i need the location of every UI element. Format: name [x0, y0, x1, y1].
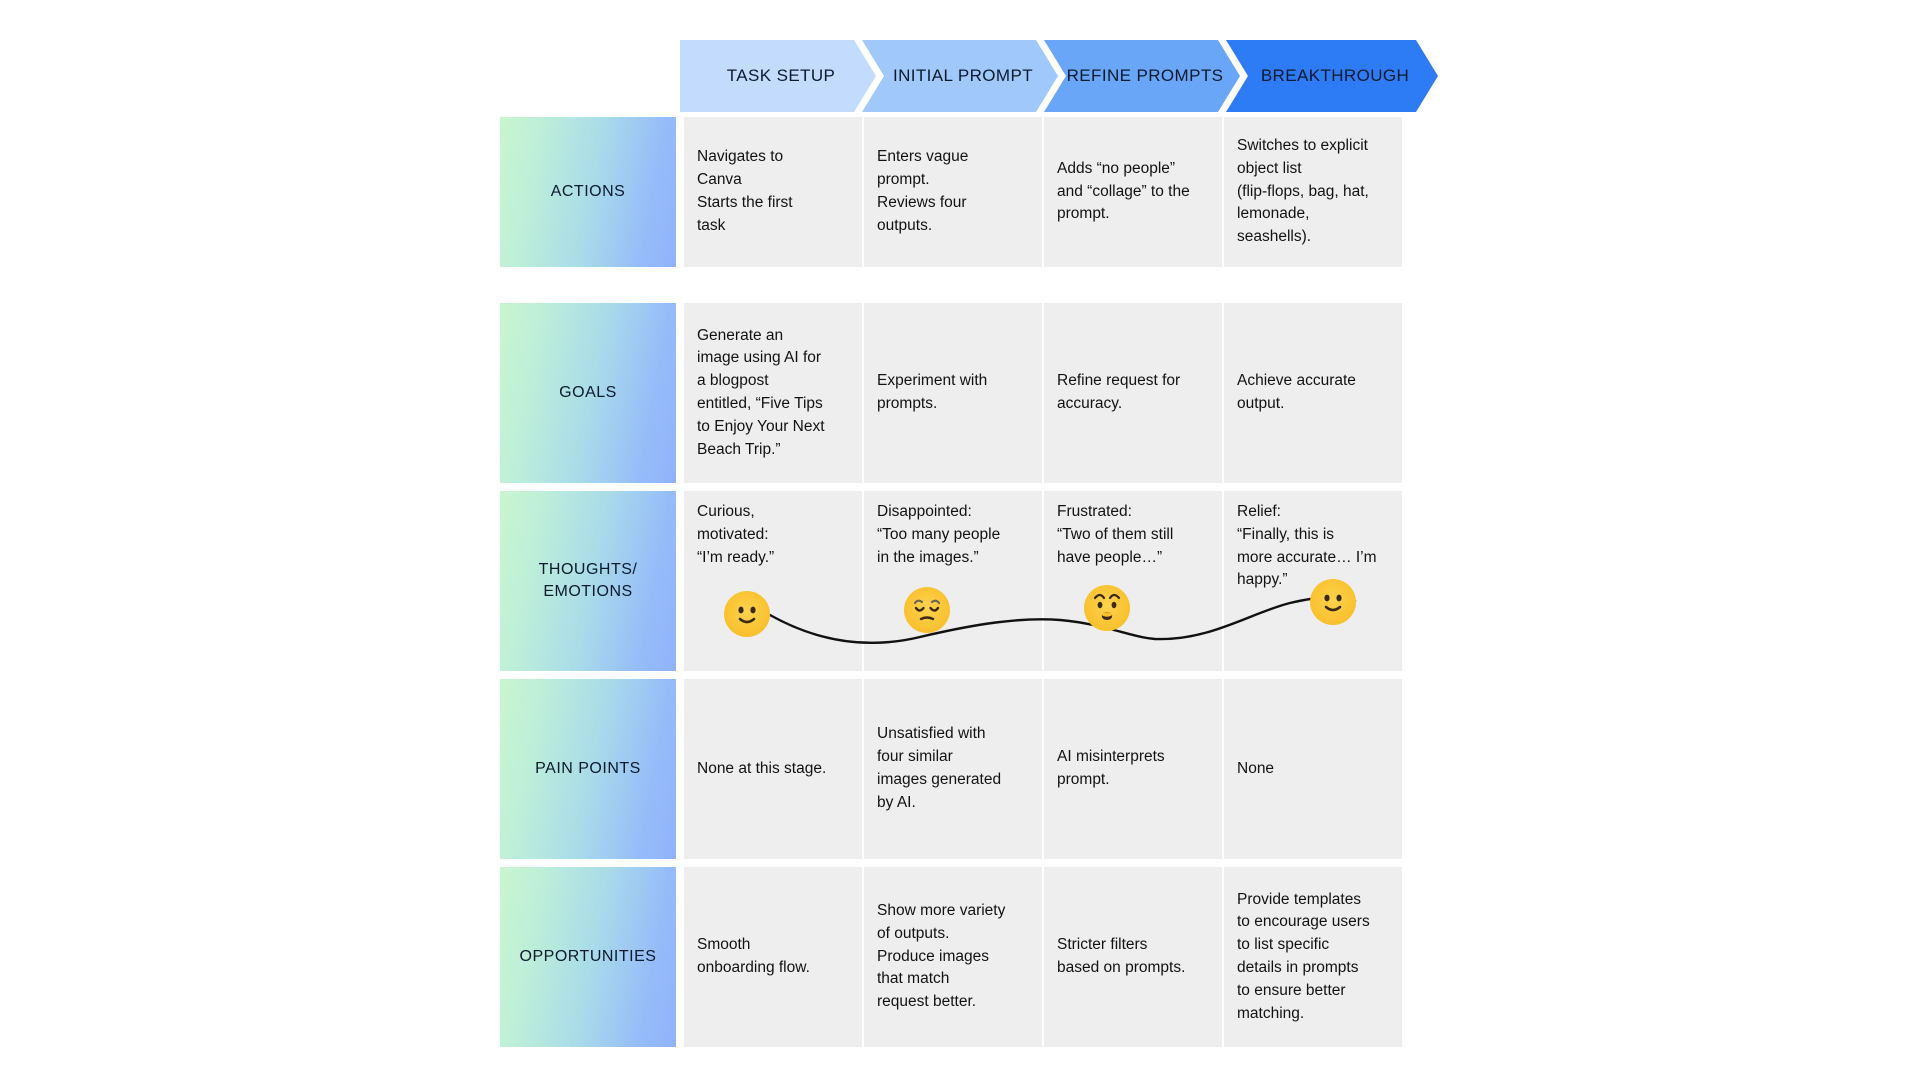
- cell-goals-refine-prompts: Refine request for accuracy.: [1044, 303, 1222, 483]
- stage-chevron-breakthrough[interactable]: BREAKTHROUGH: [1226, 40, 1438, 112]
- row-label-goals: GOALS: [500, 303, 676, 483]
- row-label-thoughts-emotions: THOUGHTS/ EMOTIONS: [500, 491, 676, 671]
- cell-actions-initial-prompt: Enters vague prompt. Reviews four output…: [864, 117, 1042, 267]
- row-label-pain-points: PAIN POINTS: [500, 679, 676, 859]
- journey-row-thoughts-emotions: THOUGHTS/ EMOTIONS Curious, motivated: “…: [0, 491, 1920, 671]
- stage-label: REFINE PROMPTS: [1066, 66, 1224, 85]
- stage-label: BREAKTHROUGH: [1260, 66, 1410, 85]
- stage-chevron-initial-prompt[interactable]: INITIAL PROMPT: [862, 40, 1058, 112]
- cell-goals-breakthrough: Achieve accurate output.: [1224, 303, 1402, 483]
- cell-pain-points-breakthrough: None: [1224, 679, 1402, 859]
- cell-pain-points-task-setup: None at this stage.: [684, 679, 862, 859]
- cell-goals-task-setup: Generate an image using AI for a blogpos…: [684, 303, 862, 483]
- stage-chevron-task-setup[interactable]: TASK SETUP: [680, 40, 876, 112]
- stage-label: INITIAL PROMPT: [892, 66, 1034, 85]
- cell-pain-points-refine-prompts: AI misinterprets prompt.: [1044, 679, 1222, 859]
- cell-thoughts-refine-prompts: Frustrated: “Two of them still have peop…: [1044, 491, 1222, 671]
- cell-opportunities-initial-prompt: Show more variety of outputs. Produce im…: [864, 867, 1042, 1047]
- journey-row-actions: ACTIONS Navigates to Canva Starts the fi…: [0, 117, 1920, 267]
- cell-pain-points-initial-prompt: Unsatisfied with four similar images gen…: [864, 679, 1042, 859]
- cell-thoughts-task-setup: Curious, motivated: “I’m ready.”: [684, 491, 862, 671]
- stage-chevron-refine-prompts[interactable]: REFINE PROMPTS: [1044, 40, 1240, 112]
- journey-row-goals: GOALS Generate an image using AI for a b…: [0, 303, 1920, 483]
- cell-actions-breakthrough: Switches to explicit object list (flip-f…: [1224, 117, 1402, 267]
- cell-thoughts-breakthrough: Relief: “Finally, this is more accurate……: [1224, 491, 1402, 671]
- row-label-opportunities: OPPORTUNITIES: [500, 867, 676, 1047]
- row-label-actions: ACTIONS: [500, 117, 676, 267]
- cell-goals-initial-prompt: Experiment with prompts.: [864, 303, 1042, 483]
- journey-row-opportunities: OPPORTUNITIES Smooth onboarding flow. Sh…: [0, 867, 1920, 1047]
- cell-opportunities-breakthrough: Provide templates to encourage users to …: [1224, 867, 1402, 1047]
- stage-label: TASK SETUP: [726, 66, 836, 85]
- journey-row-pain-points: PAIN POINTS None at this stage. Unsatisf…: [0, 679, 1920, 859]
- cell-opportunities-task-setup: Smooth onboarding flow.: [684, 867, 862, 1047]
- cell-actions-task-setup: Navigates to Canva Starts the first task: [684, 117, 862, 267]
- cell-opportunities-refine-prompts: Stricter filters based on prompts.: [1044, 867, 1222, 1047]
- cell-thoughts-initial-prompt: Disappointed: “Too many people in the im…: [864, 491, 1042, 671]
- stage-header-row: TASK SETUP INITIAL PROMPT REFINE PROMPTS…: [680, 40, 1448, 112]
- cell-actions-refine-prompts: Adds “no people” and “collage” to the pr…: [1044, 117, 1222, 267]
